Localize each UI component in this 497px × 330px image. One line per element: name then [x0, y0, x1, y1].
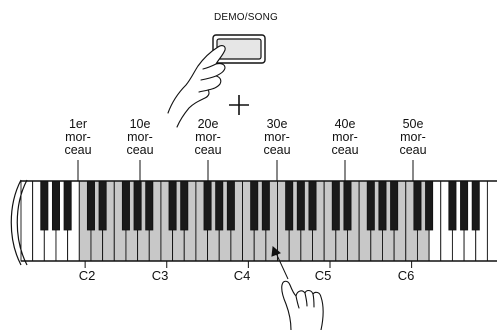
black-key — [378, 180, 387, 231]
note-tick-lines — [84, 261, 413, 268]
black-key — [121, 180, 130, 231]
black-key — [145, 180, 154, 231]
black-key — [98, 180, 107, 231]
black-key — [86, 180, 95, 231]
black-key — [366, 180, 375, 231]
song-label-20: 20e mor- ceau — [194, 117, 222, 157]
black-key — [261, 180, 270, 231]
key-press-hand-icon — [281, 280, 324, 330]
note-label-c3: C3 — [151, 268, 169, 283]
black-key — [296, 180, 305, 231]
song-label-40: 40e mor- ceau — [331, 117, 359, 157]
black-key — [215, 180, 224, 231]
black-key — [413, 180, 422, 231]
song-label-50: 50e mor- ceau — [399, 117, 427, 157]
black-key — [425, 180, 434, 231]
song-label-10: 10e mor- ceau — [126, 117, 154, 157]
black-key — [308, 180, 317, 231]
black-key — [40, 180, 49, 231]
black-key — [460, 180, 469, 231]
black-key — [226, 180, 235, 231]
black-key — [203, 180, 212, 231]
black-key — [168, 180, 177, 231]
note-label-c4: C4 — [233, 268, 251, 283]
black-key — [133, 180, 142, 231]
white-key — [20, 180, 34, 262]
black-key — [471, 180, 480, 231]
note-label-c5: C5 — [314, 268, 332, 283]
black-key — [285, 180, 294, 231]
black-key — [250, 180, 259, 231]
plus-icon — [229, 95, 249, 115]
white-key — [486, 180, 497, 262]
black-key — [331, 180, 340, 231]
note-label-c2: C2 — [78, 268, 96, 283]
demo-song-title: DEMO/SONG — [213, 12, 279, 23]
black-key — [448, 180, 457, 231]
black-key — [390, 180, 399, 231]
note-label-c6: C6 — [397, 268, 415, 283]
keyboard — [20, 180, 497, 262]
black-key — [63, 180, 72, 231]
pressing-hand-icon — [167, 45, 226, 128]
black-key — [180, 180, 189, 231]
song-label-30: 30e mor- ceau — [263, 117, 291, 157]
keyboard-break-mark — [10, 179, 28, 266]
black-key — [343, 180, 352, 231]
press-arrow — [271, 246, 289, 280]
black-key — [51, 180, 60, 231]
demo-song-button[interactable] — [212, 34, 266, 64]
song-label-1: 1er mor- ceau — [64, 117, 92, 157]
